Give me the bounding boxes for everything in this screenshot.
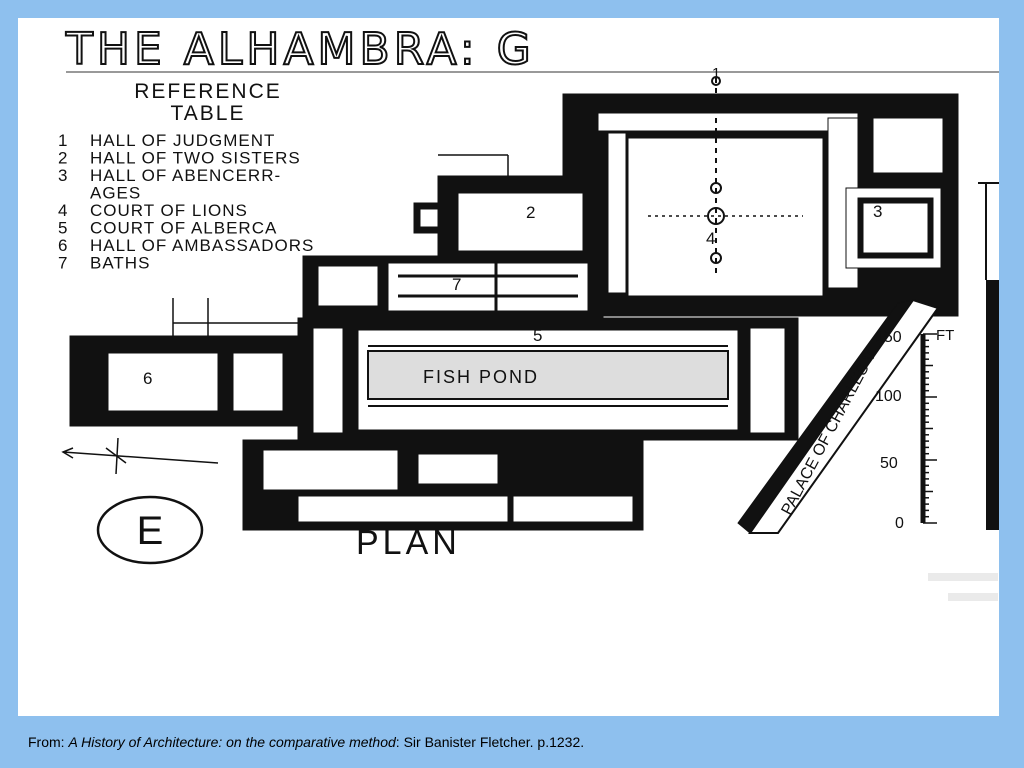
adjacent-drawing-edge [986, 280, 999, 530]
reference-item-number: 6 [58, 236, 67, 255]
reference-item-name: HALL OF TWO SISTERS [90, 149, 301, 168]
scale-unit: FT [936, 327, 954, 344]
reference-item-continuation: AGES [90, 184, 141, 203]
reference-item-name: BATHS [90, 254, 150, 273]
label-3: 3 [873, 202, 882, 221]
plate-marker: E PLAN [96, 495, 461, 565]
scale-label-100: 100 [875, 388, 902, 405]
label-4: 4 [706, 229, 715, 248]
north-arrow [61, 437, 219, 475]
scale-bar: FT 150 100 50 0 [875, 327, 954, 532]
scale-label-0: 0 [895, 515, 904, 532]
label-2: 2 [526, 203, 535, 222]
scale-label-150: 150 [875, 329, 902, 346]
label-5: 5 [533, 326, 542, 345]
caption-book-title: A History of Architecture: on the compar… [68, 734, 396, 750]
reference-item-number: 4 [58, 201, 67, 220]
reference-item-name: HALL OF JUDGMENT [90, 131, 275, 150]
label-fish-pond: FISH POND [423, 367, 539, 387]
court-of-lions-inner [627, 137, 824, 297]
fish-pond [367, 350, 729, 400]
scale-ticks [923, 333, 937, 524]
caption-suffix: : Sir Banister Fletcher. p.1232. [395, 734, 585, 750]
reference-item-number: 5 [58, 219, 67, 238]
reference-item-name: COURT OF ALBERCA [90, 219, 277, 238]
figure-caption: From: A History of Architecture: on the … [28, 734, 584, 750]
plate-label: PLAN [356, 524, 461, 562]
bleed-through [928, 573, 998, 601]
label-1: 1 [712, 65, 720, 82]
label-6: 6 [143, 369, 152, 388]
plate-letter: E [137, 509, 164, 553]
caption-prefix: From: [28, 734, 69, 750]
label-7: 7 [452, 275, 461, 294]
reference-heading: REFERENCE [134, 80, 282, 103]
reference-item-number: 7 [58, 254, 67, 273]
reference-item-name: HALL OF ABENCERR- [90, 166, 281, 185]
reference-item-number: 2 [58, 149, 67, 168]
scale-label-50: 50 [880, 455, 898, 472]
reference-item-name: COURT OF LIONS [90, 201, 248, 220]
floor-plan [69, 76, 959, 534]
plate-letter-circle [96, 495, 204, 565]
reference-heading-2: TABLE [171, 102, 246, 125]
reference-item-name: HALL OF AMBASSADORS [90, 236, 314, 255]
reference-item-number: 1 [58, 131, 67, 150]
figure-title: THE ALHAMBRA: G [65, 24, 535, 75]
reference-item-number: 3 [58, 166, 67, 185]
